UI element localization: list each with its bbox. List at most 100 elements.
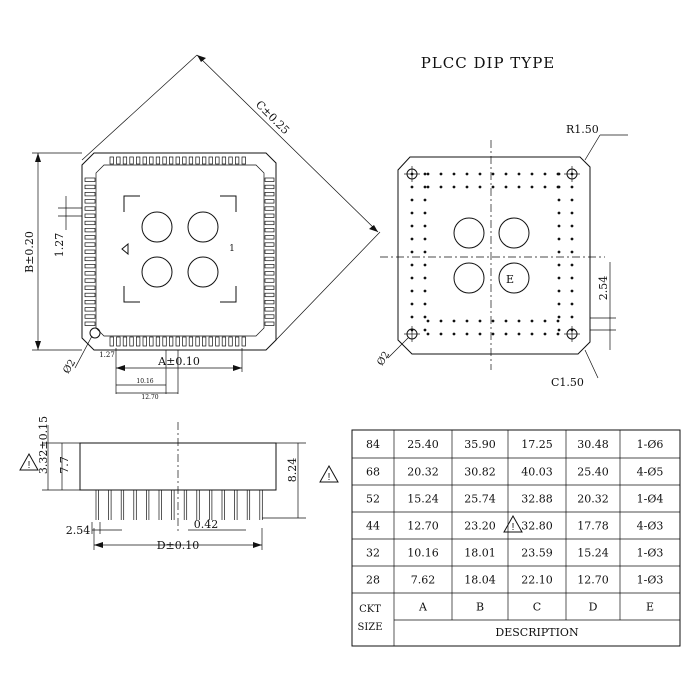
pin-dot: [491, 185, 495, 189]
pin-lead: [84, 177, 96, 182]
pin-dot: [478, 172, 482, 176]
pin-dot: [452, 332, 456, 336]
arrow-head: [35, 341, 41, 350]
pin-dot-grid: [410, 172, 574, 336]
pin-dot: [478, 319, 482, 323]
table-cell: 35.90: [464, 438, 496, 451]
sub-dim-label: 12.70: [141, 394, 158, 401]
pin-lead: [155, 156, 161, 165]
pitch-label: 2.54: [597, 276, 610, 301]
pin-dot: [557, 263, 561, 267]
pin-dot: [570, 237, 574, 241]
table-cell: 22.10: [521, 574, 553, 587]
pin-lead: [84, 278, 96, 283]
table-cell: 68: [366, 466, 380, 479]
pin-lead: [264, 271, 275, 276]
table-cell: 1-Ø3: [637, 547, 664, 560]
pin-dot: [557, 302, 561, 306]
pin-lead: [122, 156, 128, 165]
diag-dim-label: C±0.25: [253, 98, 292, 137]
table-cell: 32.80: [521, 520, 553, 533]
pin-lead: [136, 156, 141, 165]
socket-hole: [141, 256, 173, 288]
pin-dot: [517, 319, 521, 323]
pin-lead: [264, 300, 275, 305]
pin-lead: [84, 256, 96, 262]
table-cell: 10.16: [407, 547, 439, 560]
pin-lead: [84, 199, 96, 204]
table-cell: 25.40: [577, 466, 609, 479]
pin-dot: [423, 302, 427, 306]
pin-lead: [188, 336, 194, 347]
pin-dot: [530, 332, 534, 336]
socket-hole: [187, 256, 219, 288]
pin-dot: [423, 185, 427, 189]
table-cell: 15.24: [407, 493, 439, 506]
pin-lead: [84, 192, 96, 197]
table-cell: 4-Ø3: [637, 520, 664, 533]
right-height-label: 8.24: [286, 458, 299, 483]
table-cell: 30.82: [464, 466, 496, 479]
small-pitch-label: 1.27: [99, 351, 115, 359]
pin-dot: [570, 302, 574, 306]
pin-lead: [129, 156, 134, 165]
pin-dot: [423, 263, 427, 267]
pin-lead: [109, 156, 114, 165]
pin-dot: [517, 172, 521, 176]
pin-lead: [84, 242, 96, 247]
pin-dot: [410, 250, 414, 254]
pin-dot: [543, 332, 547, 336]
table-cell: 18.04: [464, 574, 496, 587]
pin-dot: [423, 276, 427, 280]
pin-dot: [491, 172, 495, 176]
pin-lead: [175, 156, 180, 165]
body-height-label: 7.7: [58, 456, 71, 474]
pin-dot: [504, 319, 508, 323]
pin-dot: [410, 211, 414, 215]
pin-dot: [410, 315, 414, 319]
pin-lead: [215, 336, 220, 347]
description-label: DESCRIPTION: [495, 626, 579, 639]
dim-ext: [81, 54, 198, 161]
socket-hole: [141, 211, 173, 243]
pin-lead: [142, 156, 147, 165]
package-inner: [95, 164, 265, 337]
orientation-arrow-icon: [121, 242, 129, 256]
column-header: B: [476, 601, 484, 614]
pin-lead: [202, 156, 207, 165]
pin-dot: [423, 198, 427, 202]
pin-dot: [557, 224, 561, 228]
pin-lead: [264, 264, 275, 269]
svg-text:!: !: [512, 522, 515, 533]
width-dim-label: D±0.10: [157, 539, 200, 552]
column-header: D: [589, 601, 598, 614]
pin-lead: [264, 213, 275, 218]
arrow-head: [94, 542, 103, 548]
pin-dot: [465, 185, 469, 189]
height-dim-label: B±0.20: [23, 231, 36, 273]
table-cell: 52: [366, 493, 380, 506]
pin-dot: [452, 185, 456, 189]
pin-lead: [264, 285, 275, 290]
pin-dot: [570, 185, 574, 189]
pin-dot: [557, 198, 561, 202]
pin-lead: [84, 307, 96, 312]
pin-lead: [264, 235, 275, 240]
pin-lead: [84, 300, 96, 305]
pin-dot: [530, 172, 534, 176]
pin-lead: [182, 336, 187, 347]
pin-dot: [517, 332, 521, 336]
pin-lead: [169, 156, 174, 165]
pin-lead: [84, 228, 96, 233]
pin-lead: [175, 336, 180, 347]
table-cell: 23.59: [521, 547, 553, 560]
bottom-view: E R1.50 C1.50 2.54 Ø2: [375, 123, 628, 389]
warning-icon: !: [503, 514, 523, 533]
table-cell: 1-Ø6: [637, 438, 664, 451]
side-view-pins: [95, 490, 263, 520]
pin-lead: [162, 336, 167, 347]
pin-lead: [84, 321, 96, 326]
pin-lead: [215, 156, 220, 165]
svg-text:!: !: [328, 472, 331, 483]
pin-lead: [241, 336, 246, 347]
